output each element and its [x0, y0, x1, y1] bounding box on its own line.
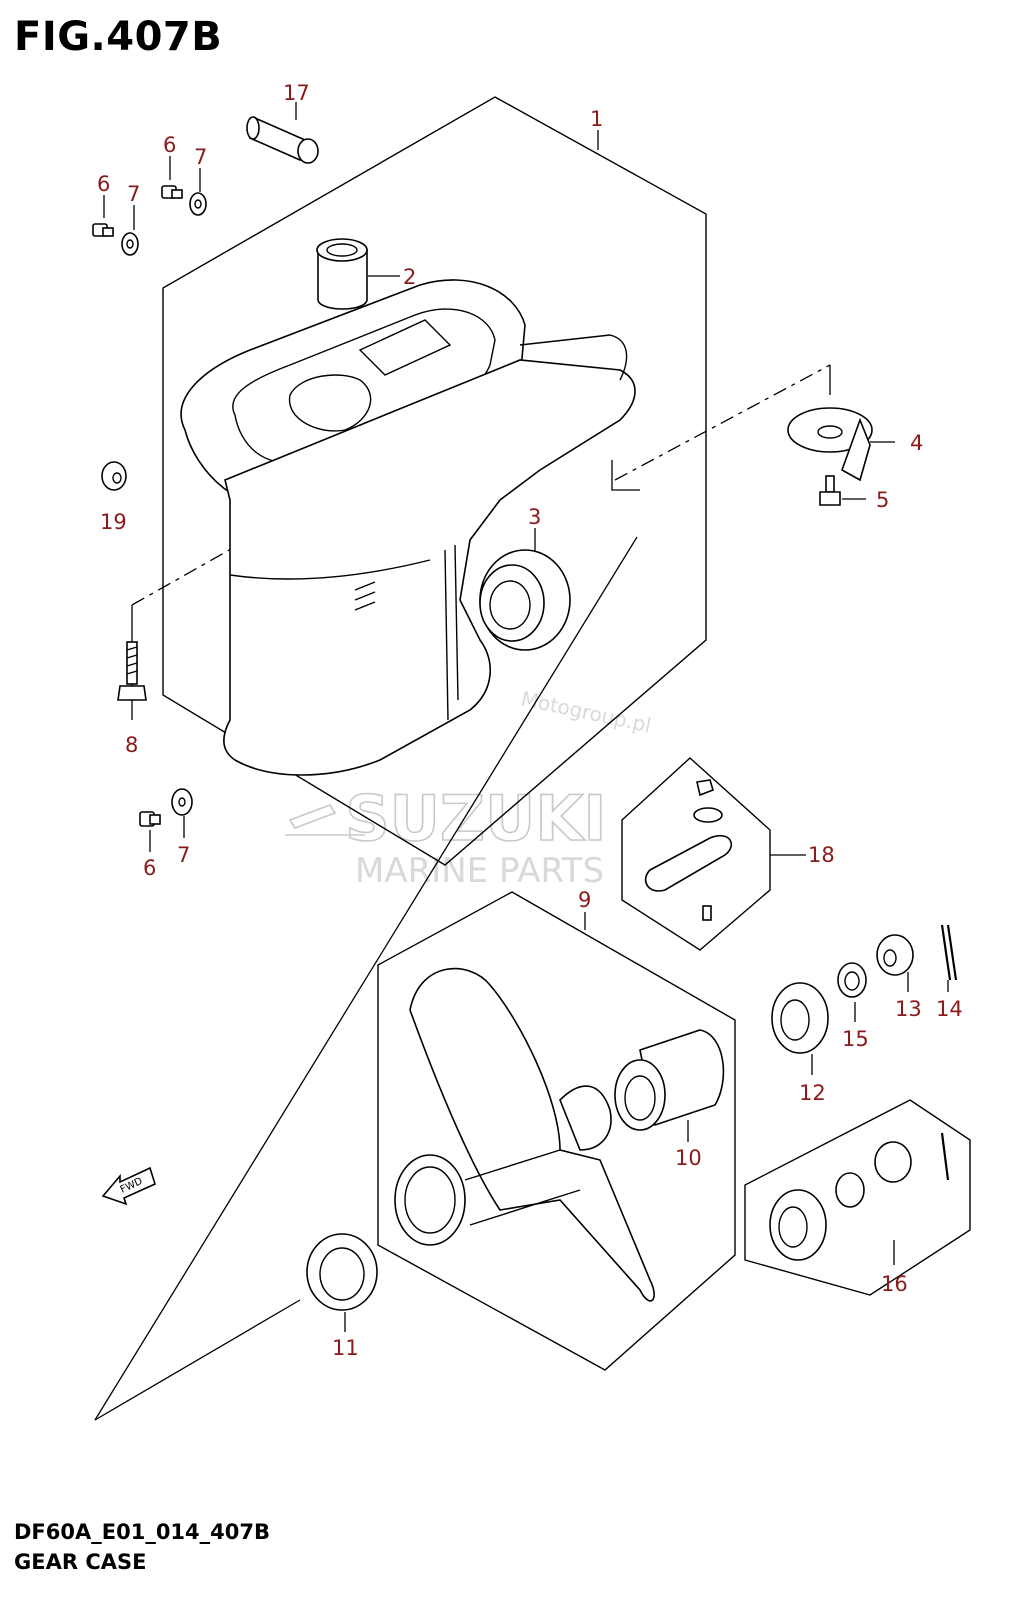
callout-3: 3 — [528, 505, 541, 529]
parts-6-7-top — [92, 156, 207, 256]
part-2-bushing — [316, 238, 400, 310]
part-16-group — [744, 1099, 971, 1296]
part-10-spacer — [614, 1029, 725, 1142]
part-13-castle-nut — [876, 934, 914, 992]
leader-diagonal-b — [94, 1299, 301, 1421]
part-4-trim-tab — [787, 407, 895, 482]
callout-6-top: 6 — [163, 133, 176, 157]
callout-14: 14 — [936, 997, 963, 1021]
callout-15: 15 — [842, 1027, 869, 1051]
callout-9: 9 — [578, 888, 591, 912]
callout-6-left: 6 — [97, 172, 110, 196]
part-11-thrust-washer — [306, 1233, 378, 1332]
parts-6-7-lower — [139, 788, 193, 852]
callout-19: 19 — [100, 510, 127, 534]
leader-line-dash-4 — [614, 364, 831, 481]
callout-7-lower: 7 — [177, 843, 190, 867]
leader-diagonal-a — [94, 536, 638, 1421]
callout-4: 4 — [910, 431, 923, 455]
watermark-sub: MARINE PARTS — [355, 851, 604, 891]
callout-10: 10 — [675, 1146, 702, 1170]
part-3-bearing — [479, 528, 571, 651]
callout-7-left: 7 — [127, 182, 140, 206]
part-17-grommet — [246, 102, 319, 164]
callout-8: 8 — [125, 733, 138, 757]
callout-11: 11 — [332, 1336, 359, 1360]
callout-12: 12 — [799, 1081, 826, 1105]
callout-17: 17 — [283, 81, 310, 105]
callout-16: 16 — [881, 1272, 908, 1296]
watermark-site: Motogroup.pl — [519, 686, 653, 737]
figure-title: FIG.407B — [14, 14, 223, 60]
fwd-arrow-icon: FWD — [101, 1166, 156, 1206]
callout-5: 5 — [876, 488, 889, 512]
callout-1: 1 — [590, 107, 603, 131]
part-14-cotter-pin — [940, 924, 958, 992]
group-frame-gear-case — [162, 96, 707, 866]
part-9-propeller-group — [377, 891, 736, 1371]
part-19-nut — [101, 461, 127, 491]
part-18-group — [621, 757, 806, 951]
leader-line-bracket-4b — [611, 460, 640, 491]
gear-case-body-part-1 — [180, 279, 636, 776]
callout-13: 13 — [895, 997, 922, 1021]
figure-code: DF60A_E01_014_407B — [14, 1520, 270, 1544]
callout-7-top: 7 — [194, 145, 207, 169]
figure-name: GEAR CASE — [14, 1550, 147, 1574]
callout-18: 18 — [808, 843, 835, 867]
callout-2: 2 — [403, 265, 416, 289]
part-8-bolt — [117, 641, 147, 701]
callout-labels: 1 2 3 4 5 6 6 6 7 7 7 8 9 10 11 12 13 14… — [97, 81, 963, 1360]
part-12-washer — [771, 982, 829, 1075]
watermark-brand: SUZUKI — [345, 782, 606, 855]
part-5-bolt — [819, 475, 866, 506]
part-15-washer — [837, 962, 867, 1022]
callout-6-lower: 6 — [143, 856, 156, 880]
